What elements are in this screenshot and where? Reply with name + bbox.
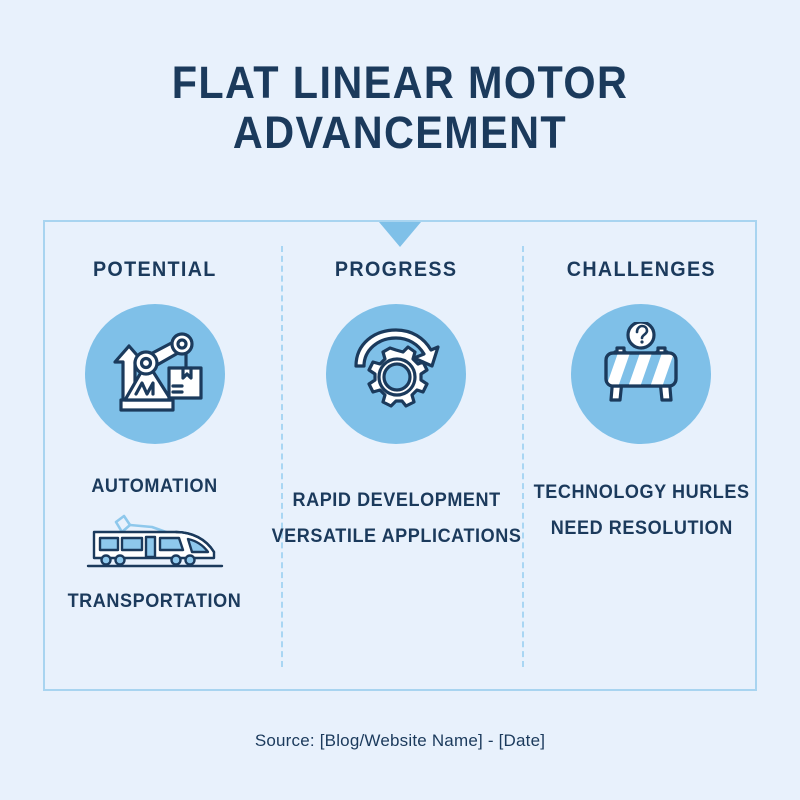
caption-technology-hurles: TECHNOLOGY HURLES xyxy=(533,482,750,503)
robotic-arm-icon xyxy=(84,304,225,444)
page-title-line-1: FLAT LINEAR MOTOR xyxy=(171,57,629,108)
column-divider-left xyxy=(281,246,283,667)
caption-automation: AUTOMATION xyxy=(91,476,219,497)
column-progress: PROGRESS RAPID DEVELOPMENT VERSATILE APP… xyxy=(265,222,528,689)
caption-transportation: TRANSPORTATION xyxy=(67,591,242,612)
column-divider-right xyxy=(522,246,524,667)
columns-container: POTENTIAL xyxy=(45,222,755,689)
column-heading-progress: PROGRESS xyxy=(334,258,458,281)
column-challenges: CHALLENGES xyxy=(528,222,755,689)
page-title: FLAT LINEAR MOTOR ADVANCEMENT xyxy=(0,58,800,158)
caption-rapid-development: RAPID DEVELOPMENT xyxy=(292,490,501,511)
caption-versatile-applications: VERSATILE APPLICATIONS xyxy=(271,526,522,547)
caption-need-resolution: NEED RESOLUTION xyxy=(550,518,733,539)
gear-refresh-icon xyxy=(326,304,467,444)
page-title-line-2: ADVANCEMENT xyxy=(232,107,568,158)
content-frame: POTENTIAL xyxy=(43,220,757,691)
train-icon xyxy=(80,512,230,577)
column-heading-challenges: CHALLENGES xyxy=(566,258,716,281)
road-barrier-question-icon xyxy=(571,304,712,444)
column-heading-potential: POTENTIAL xyxy=(92,258,217,281)
source-footer: Source: [Blog/Website Name] - [Date] xyxy=(254,731,546,750)
column-potential: POTENTIAL xyxy=(45,222,265,689)
frame-notch-triangle-icon xyxy=(379,222,421,247)
